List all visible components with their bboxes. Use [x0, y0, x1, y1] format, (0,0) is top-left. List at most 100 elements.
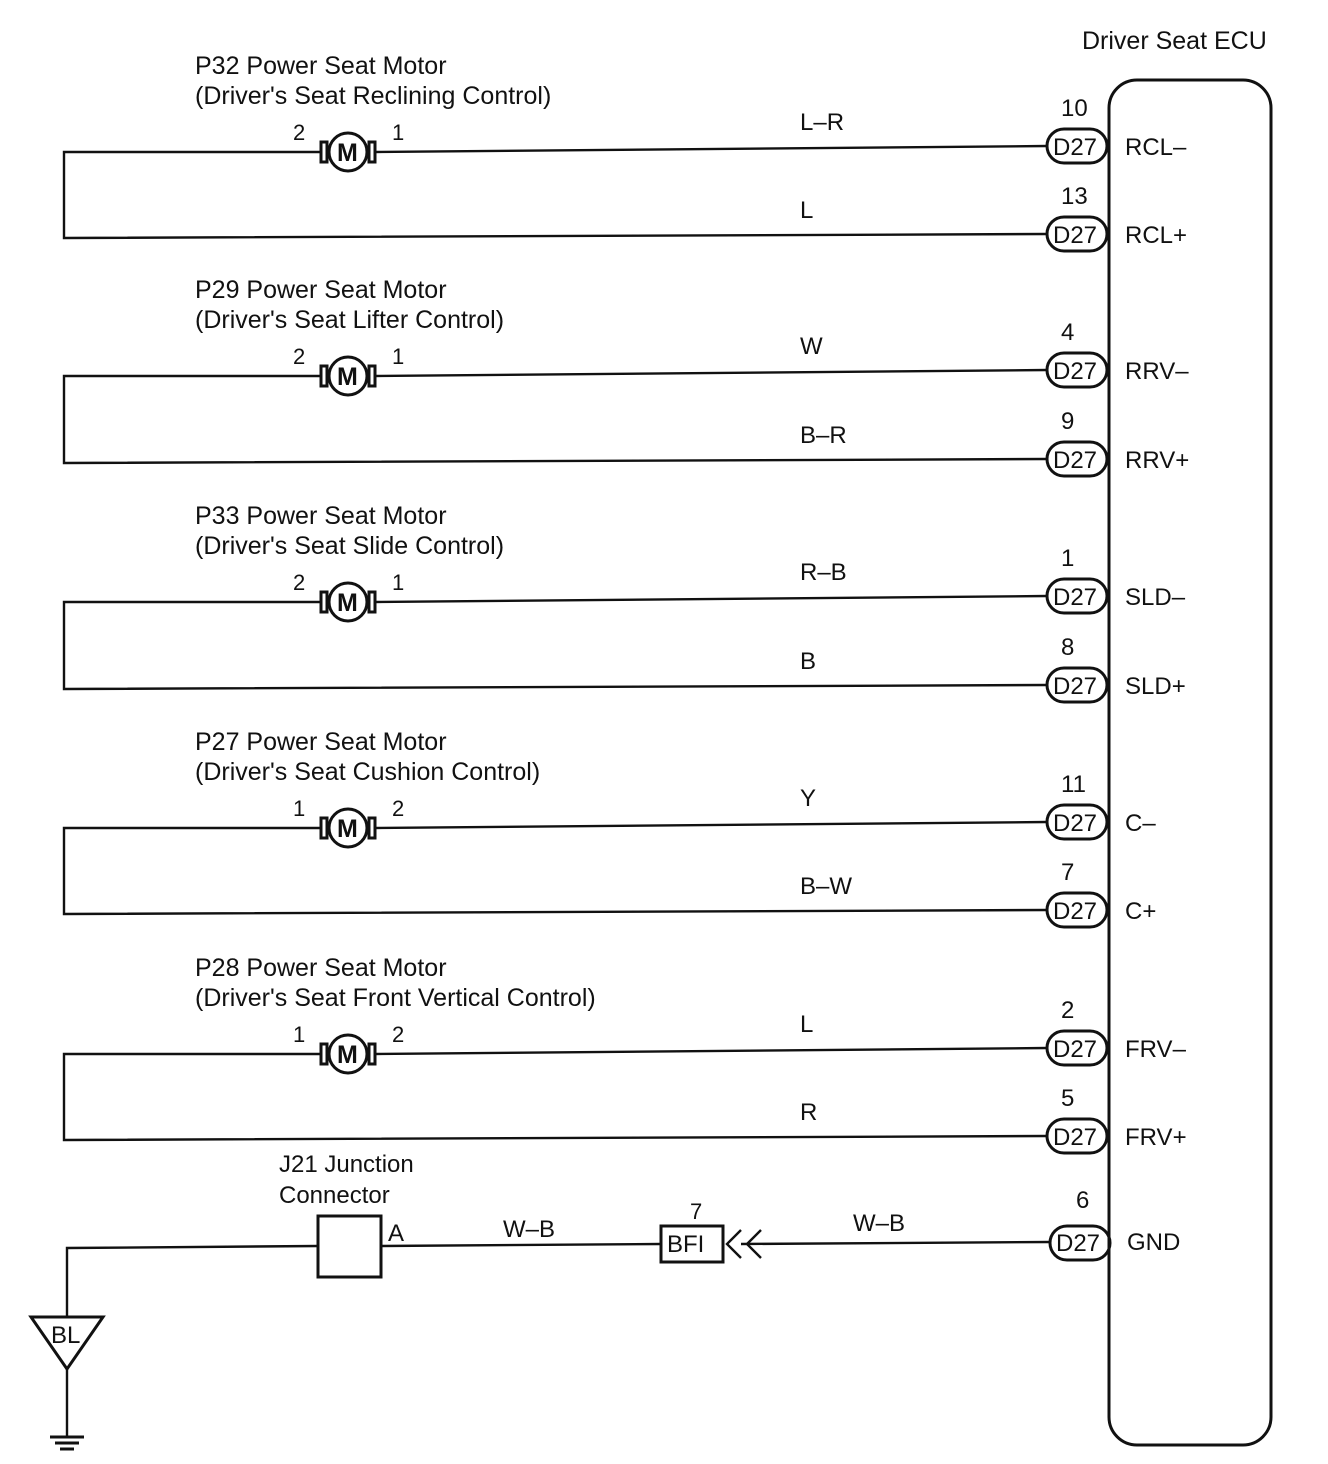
ecu-connector-pill — [1045, 1117, 1109, 1155]
motor-title: P28 Power Seat Motor — [195, 954, 447, 982]
ecu-signal-label: RRV– — [1125, 358, 1189, 385]
motor-left-pin: 2 — [293, 570, 305, 595]
motor-icon: M — [319, 131, 377, 173]
motor-symbol-label: M — [337, 363, 358, 391]
motor-icon: M — [319, 1033, 377, 1075]
ecu-connector-label: D27 — [1053, 447, 1097, 474]
motor-right-pin: 1 — [392, 344, 404, 369]
wire-color-label-2: W–B — [853, 1210, 905, 1237]
wire-color-label: W–B — [503, 1216, 555, 1243]
motor-right-pin: 2 — [392, 796, 404, 821]
motor-subtitle: (Driver's Seat Cushion Control) — [195, 758, 540, 786]
bfi-pin-number: 7 — [690, 1199, 702, 1224]
supply-wire — [373, 144, 1048, 154]
ecu-connector-label: D27 — [1053, 810, 1097, 837]
ecu-connector-pill — [1045, 803, 1109, 841]
ecu-connector-label: D27 — [1053, 1124, 1097, 1151]
ecu-pin-number: 9 — [1061, 408, 1074, 435]
motor-symbol-label: M — [337, 815, 358, 843]
return-wire — [62, 600, 1048, 691]
ecu-connector-pill — [1045, 891, 1109, 929]
ecu-connector-pill — [1045, 351, 1109, 389]
wire-color-label: B–W — [800, 873, 852, 900]
supply-wire — [373, 594, 1048, 604]
motor-circuit-p29: P29 Power Seat Motor(Driver's Seat Lifte… — [62, 276, 1189, 478]
ecu-connector-label: D27 — [1053, 584, 1097, 611]
motor-left-pin: 2 — [293, 344, 305, 369]
ecu-pin-number: 8 — [1061, 634, 1074, 661]
wire-color-label: L — [800, 1011, 813, 1038]
supply-wire — [373, 1046, 1048, 1056]
wire-color-label: B — [800, 648, 816, 675]
wire-color-label: R–B — [800, 559, 847, 586]
motor-circuit-p33: P33 Power Seat Motor(Driver's Seat Slide… — [62, 502, 1186, 704]
ecu-connector-pill — [1045, 127, 1109, 165]
ground-wire — [65, 1244, 319, 1318]
return-wire — [62, 374, 1048, 465]
junction-connector-label-2: Connector — [279, 1182, 390, 1209]
supply-wire — [373, 368, 1048, 378]
ecu-signal-label: RCL+ — [1125, 222, 1187, 249]
motor-symbol-label: M — [337, 1041, 358, 1069]
ecu-pin-number: 10 — [1061, 95, 1088, 122]
motor-left-pin: 1 — [293, 1022, 305, 1047]
ecu-pin-number: 11 — [1061, 771, 1086, 798]
motor-icon: M — [319, 581, 377, 623]
motor-right-pin: 2 — [392, 1022, 404, 1047]
ecu-connector-pill — [1045, 215, 1109, 253]
motor-left-pin: 2 — [293, 120, 305, 145]
ecu-signal-label: RCL– — [1125, 134, 1187, 161]
connector-chevron-icon — [725, 1229, 742, 1259]
motor-title: P27 Power Seat Motor — [195, 728, 447, 756]
motor-icon: M — [319, 807, 377, 849]
motor-subtitle: (Driver's Seat Slide Control) — [195, 532, 504, 560]
motor-subtitle: (Driver's Seat Reclining Control) — [195, 82, 551, 110]
ecu-signal-label: SLD– — [1125, 584, 1186, 611]
wire-color-label: W — [800, 333, 823, 360]
ecu-pin-number: 2 — [1061, 997, 1074, 1024]
wire-color-label: L–R — [800, 109, 844, 136]
ecu-connector-label: D27 — [1053, 1036, 1097, 1063]
motor-circuit-p28: P28 Power Seat Motor(Driver's Seat Front… — [62, 954, 1187, 1155]
return-wire — [62, 826, 1048, 916]
motor-symbol-label: M — [337, 139, 358, 167]
ecu-signal-label: C+ — [1125, 898, 1156, 925]
ecu-connector-label: D27 — [1053, 358, 1097, 385]
ecu-connector-pill — [1045, 666, 1109, 704]
motor-title: P33 Power Seat Motor — [195, 502, 447, 530]
ecu-pin-number: 1 — [1061, 545, 1074, 572]
motor-title: P29 Power Seat Motor — [195, 276, 447, 304]
ecu-signal-label: GND — [1127, 1229, 1180, 1256]
return-wire — [62, 1052, 1048, 1142]
ecu-signal-label: FRV– — [1125, 1036, 1187, 1063]
ecu-pin-number: 7 — [1061, 859, 1074, 886]
motor-right-pin: 1 — [392, 570, 404, 595]
motor-title: P32 Power Seat Motor — [195, 52, 447, 80]
wire-color-label: R — [800, 1099, 817, 1126]
earth-ground-icon — [50, 1435, 84, 1451]
junction-connector-label: J21 Junction — [279, 1151, 414, 1178]
ecu-connector-pill — [1045, 440, 1109, 478]
ecu-connector-pill — [1045, 1029, 1109, 1067]
ground-circuit: J21 Junction Connector A W–B 7 BFI W–B 6… — [28, 1151, 1180, 1451]
wire-color-label: Y — [800, 785, 816, 812]
ecu-connector-label: D27 — [1053, 222, 1097, 249]
ecu-connector-pill — [1045, 577, 1109, 615]
junction-pin-label: A — [388, 1220, 404, 1247]
junction-connector-box — [316, 1214, 383, 1279]
wire-color-label: L — [800, 197, 813, 224]
motor-subtitle: (Driver's Seat Lifter Control) — [195, 306, 504, 334]
motor-right-pin: 1 — [392, 120, 404, 145]
ecu-connector-label: D27 — [1053, 898, 1097, 925]
wire-color-label: B–R — [800, 422, 847, 449]
